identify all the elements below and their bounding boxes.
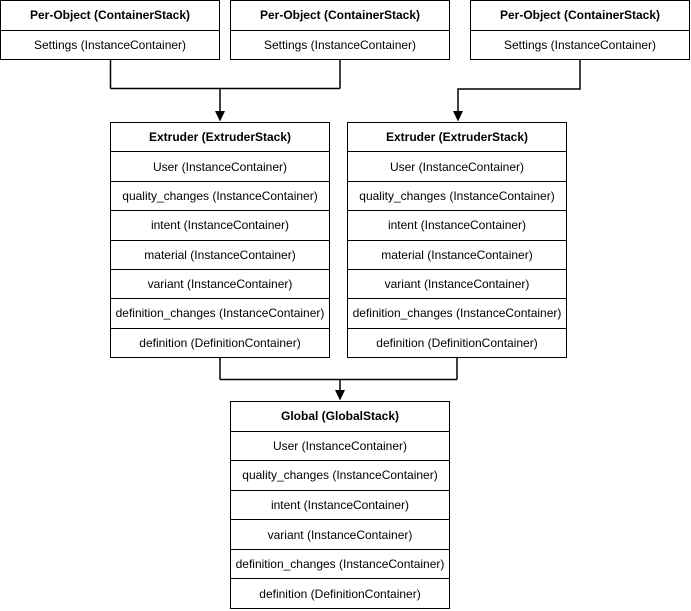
row-variant: variant (InstanceContainer) bbox=[111, 268, 329, 298]
row-definition-changes: definition_changes (InstanceContainer) bbox=[111, 298, 329, 327]
extruder-stack-1: Extruder (ExtruderStack) User (InstanceC… bbox=[110, 122, 330, 358]
row-definition: definition (DefinitionContainer) bbox=[111, 327, 329, 357]
row-variant: variant (InstanceContainer) bbox=[231, 519, 449, 549]
box-title: Per-Object (ContainerStack) bbox=[259, 8, 421, 23]
row-material: material (InstanceContainer) bbox=[111, 239, 329, 269]
connector-perobject-to-extruder-right bbox=[457, 60, 581, 112]
row-settings: Settings (InstanceContainer) bbox=[1, 29, 219, 60]
row-variant: variant (InstanceContainer) bbox=[348, 268, 566, 298]
box-title: Global (GlobalStack) bbox=[280, 409, 400, 424]
arrowhead-extruder-left bbox=[215, 111, 225, 122]
box-title: Extruder (ExtruderStack) bbox=[385, 130, 529, 145]
row-quality-changes: quality_changes (InstanceContainer) bbox=[231, 460, 449, 490]
row-definition: definition (DefinitionContainer) bbox=[348, 327, 566, 357]
row-quality-changes: quality_changes (InstanceContainer) bbox=[348, 180, 566, 210]
row-material: material (InstanceContainer) bbox=[348, 239, 566, 269]
per-object-stack-3: Per-Object (ContainerStack) Settings (In… bbox=[470, 0, 690, 60]
row-intent: intent (InstanceContainer) bbox=[111, 210, 329, 239]
row-settings: Settings (InstanceContainer) bbox=[231, 29, 449, 60]
box-title: Per-Object (ContainerStack) bbox=[499, 8, 661, 23]
arrowhead-extruder-right bbox=[453, 111, 463, 122]
row-definition-changes: definition_changes (InstanceContainer) bbox=[348, 298, 566, 327]
arrowhead-global bbox=[335, 390, 345, 401]
connector-perobject-to-extruder-left bbox=[109, 60, 341, 112]
row-quality-changes: quality_changes (InstanceContainer) bbox=[111, 180, 329, 210]
per-object-stack-1: Per-Object (ContainerStack) Settings (In… bbox=[0, 0, 220, 60]
extruder-stack-2: Extruder (ExtruderStack) User (InstanceC… bbox=[347, 122, 567, 358]
row-definition-changes: definition_changes (InstanceContainer) bbox=[231, 548, 449, 579]
row-settings: Settings (InstanceContainer) bbox=[471, 29, 689, 60]
row-user: User (InstanceContainer) bbox=[231, 430, 449, 461]
global-stack: Global (GlobalStack) User (InstanceConta… bbox=[230, 401, 450, 609]
per-object-stack-2: Per-Object (ContainerStack) Settings (In… bbox=[230, 0, 450, 60]
row-user: User (InstanceContainer) bbox=[348, 151, 566, 180]
connector-extruders-to-global bbox=[219, 358, 458, 391]
row-intent: intent (InstanceContainer) bbox=[231, 489, 449, 520]
box-title: Per-Object (ContainerStack) bbox=[29, 8, 191, 23]
row-definition: definition (DefinitionContainer) bbox=[231, 578, 449, 608]
box-title: Extruder (ExtruderStack) bbox=[148, 130, 292, 145]
row-user: User (InstanceContainer) bbox=[111, 151, 329, 180]
row-intent: intent (InstanceContainer) bbox=[348, 210, 566, 239]
